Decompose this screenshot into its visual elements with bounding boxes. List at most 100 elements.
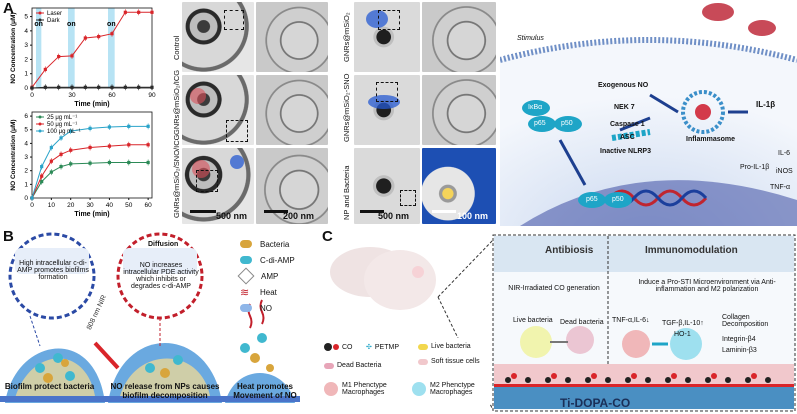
data-point (146, 124, 150, 128)
data-point (137, 85, 141, 89)
legend-item: ≋ Heat (240, 284, 306, 300)
data-point (83, 85, 87, 89)
legend-item: M1 Phenctype Macrophages (324, 382, 408, 396)
data-point (69, 129, 73, 133)
on-annotation: on (107, 21, 116, 28)
y-tick-label: 6 (24, 113, 28, 120)
dead-bacteria-label: Dead bacteria (560, 319, 604, 326)
m2-icon (412, 382, 426, 396)
on-band (108, 8, 115, 88)
data-point (88, 145, 92, 150)
zoom-box (378, 10, 400, 30)
legend-label: Live bacteria (431, 343, 471, 350)
ho1-label: HO-1 (674, 331, 691, 338)
x-tick-label: 10 (48, 202, 56, 209)
y-tick-label: 5 (24, 14, 28, 21)
il6-label: IL-6 (778, 150, 791, 157)
data-point (110, 85, 114, 89)
live-bacteria-label: Live bacteria (513, 317, 553, 324)
laminin-label: Laminin-β3 (722, 347, 757, 354)
data-point (70, 54, 74, 58)
scale-bar (264, 210, 288, 213)
data-point (97, 34, 101, 39)
x-axis-label: Time (min) (74, 101, 109, 108)
bubble-caption-1: High intracellular c-di-AMP promotes bio… (17, 260, 89, 281)
data-point (59, 136, 63, 140)
scale-bar-label: 200 nm (283, 211, 315, 221)
caption-heat: Heat promotes Movement of NO (233, 382, 297, 400)
on-annotation: on (34, 21, 43, 28)
p65-label: p65 (534, 120, 546, 127)
nek7-label: NEK 7 (614, 104, 635, 111)
legend-item: AMP (237, 267, 306, 285)
y-axis-label: NO Concentration (μM) (10, 12, 17, 83)
legend-item: Soft tissue cells (418, 358, 490, 365)
data-point (57, 54, 61, 59)
y-tick-label: 1 (24, 181, 28, 188)
panel-label-a: A (3, 0, 14, 17)
data-point (30, 196, 34, 200)
panel-b-legend: Bacteria C-di-AMP AMP ≋ Heat NO (237, 236, 306, 316)
bacteria-icon (240, 240, 252, 248)
inflammasome-label: Inflammasome (686, 136, 736, 143)
panel-c-legend: CO ✣ PETMP Live bacteria Dead Bacteria S… (322, 340, 492, 412)
y-tick-label: 4 (24, 140, 28, 147)
on-band (36, 8, 42, 88)
data-point (123, 85, 127, 89)
il1b-label: IL-1β (756, 100, 776, 109)
data-point (150, 10, 154, 14)
data-point (49, 170, 53, 174)
scale-bar (360, 210, 384, 213)
scale-bar (432, 210, 456, 213)
data-point (110, 32, 114, 36)
scale-bar-label: 500 nm (378, 211, 410, 221)
p50-label: p50 (612, 196, 624, 203)
stained-particle (190, 88, 206, 104)
legend-item: C-di-AMP (240, 252, 306, 268)
zoom-box (224, 10, 244, 30)
data-point (107, 125, 112, 129)
legend-label: C-di-AMP (260, 255, 295, 265)
tem-row-label: NP and Bacteria (342, 165, 351, 220)
panel-label-c: C (322, 228, 333, 245)
tem-row-label: GNRs@mSiO₂ (342, 12, 351, 62)
stimulus-label: Stimulus (517, 35, 544, 42)
m1-icon (324, 382, 338, 396)
legend-marker (38, 11, 42, 15)
legend-label: 25 μg mL⁻¹ (47, 115, 77, 121)
tem-row-label: GNRs@mSiO₂/ICG (172, 69, 181, 135)
substrate-label: Ti-DOPA-CO (560, 396, 631, 410)
x-tick-label: 0 (30, 92, 34, 99)
pro-il1b-label: Pro-IL-1β (740, 164, 770, 171)
data-point (127, 160, 131, 165)
data-point (43, 67, 47, 72)
zoom-box (226, 120, 248, 142)
data-point (83, 36, 87, 40)
nlrp3-label: Inactive NLRP3 (600, 148, 651, 155)
biofilm-schematic (0, 232, 300, 403)
x-tick-label: 90 (148, 92, 156, 99)
series-line (31, 144, 149, 199)
legend-item: CO (324, 343, 353, 351)
legend-item: Bacteria (240, 236, 306, 252)
tnf-label: TNF-α,IL-6↓ (612, 317, 650, 324)
legend-label: AMP (261, 271, 279, 281)
x-tick-label: 60 (108, 92, 116, 99)
p50-label: p50 (561, 120, 573, 127)
y-tick-label: 2 (24, 56, 28, 63)
tem-image (354, 2, 420, 72)
legend-label: Dark (47, 18, 61, 24)
p65-label: p65 (586, 196, 598, 203)
y-tick-label: 3 (24, 42, 28, 49)
data-point (107, 144, 112, 148)
data-point (43, 85, 47, 89)
y-axis-label: NO Concentration (μM) (10, 119, 17, 190)
legend-item: M2 Phenctype Macrophages (412, 382, 492, 396)
legend-label: NO (260, 303, 272, 313)
tgf-label: TGF-β,IL-10↑ (662, 320, 704, 327)
tem-image (182, 75, 254, 145)
data-point (88, 126, 92, 130)
tem-image (182, 2, 254, 72)
legend-item: ✣ PETMP (366, 343, 399, 352)
